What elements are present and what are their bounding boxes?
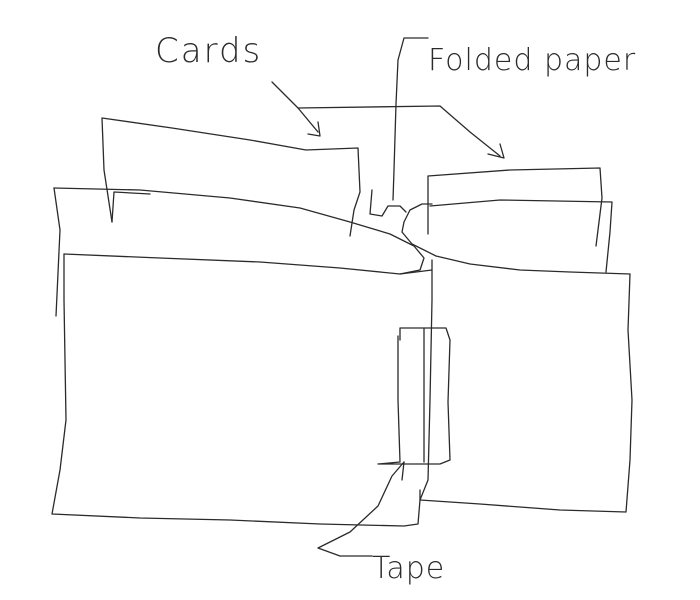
tape-strip: [377, 327, 451, 465]
label-folded-paper: Folded paper: [428, 43, 636, 78]
left-panel-top: [53, 187, 425, 275]
left-card-back-fold: [111, 191, 151, 223]
tape-strip-edge: [401, 327, 425, 481]
cards-leader-right: [297, 105, 505, 159]
left-card-back: [101, 117, 361, 237]
folded-paper-leader: [369, 37, 429, 217]
right-panel-outline: [419, 273, 633, 513]
label-tape: Tape: [372, 551, 445, 586]
left-panel-inner-top: [63, 253, 433, 275]
fold-curve: [401, 203, 631, 275]
label-cards: Cards: [155, 31, 262, 71]
left-panel-outline: [51, 187, 433, 527]
right-card-back: [427, 167, 603, 247]
cards-leader-left: [271, 81, 321, 137]
tape-leader: [317, 461, 405, 557]
right-card-inner: [429, 199, 613, 273]
